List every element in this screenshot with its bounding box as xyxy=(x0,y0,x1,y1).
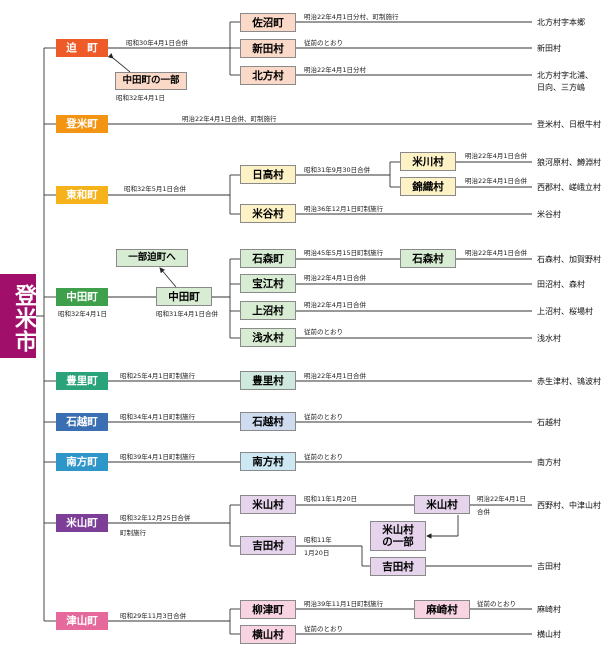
note-yokoyama: 従前のとおり xyxy=(304,625,343,633)
note-yonekawa: 明治22年4月1日合併 xyxy=(465,152,528,160)
note-yoneyama-town: 町制施行 xyxy=(120,529,146,537)
origin-yokoyama: 横山村 xyxy=(537,630,561,639)
note-towa-merge: 昭和32年5月1日合併 xyxy=(124,185,187,193)
town-tsuyama: 津山町 xyxy=(56,612,108,630)
origin-niida: 新田村 xyxy=(537,44,561,53)
origin-kitakata-1: 北方村字北浦、 xyxy=(537,71,593,80)
village-yokoyama: 横山村 xyxy=(240,625,296,644)
town-towa: 東和町 xyxy=(56,186,108,204)
note-maiya: 明治36年12月1日町制施行 xyxy=(304,205,384,213)
village-yonekawa: 米川村 xyxy=(400,152,456,171)
town-ishikoshi: 石越町 xyxy=(56,413,108,431)
note-tsuyama-merge: 昭和29年11月3日合併 xyxy=(120,612,187,620)
village-nishikiori: 錦織村 xyxy=(400,177,456,196)
note-ishikoshi: 昭和34年4月1日町制施行 xyxy=(120,413,196,421)
origin-ishimori: 石森村、加賀野村 xyxy=(537,255,601,264)
note-minamikata-v: 従前のとおり xyxy=(304,453,343,461)
note-toyoma: 明治22年4月1日合併、町制施行 xyxy=(182,115,277,123)
note-nakada-mid: 昭和31年4月1日合併 xyxy=(156,310,219,318)
note-ishimori-vil: 明治22年4月1日合併 xyxy=(465,249,528,257)
village-ishimori-vil: 石森村 xyxy=(400,249,456,268)
origin-ishikoshi: 石越村 xyxy=(537,418,561,427)
note-nishikiori: 明治22年4月1日合併 xyxy=(465,177,528,185)
note-toyosato-v: 明治22年4月1日合併 xyxy=(304,372,367,380)
village-kitakata: 北方村 xyxy=(240,66,296,85)
village-niida: 新田村 xyxy=(240,39,296,58)
village-yoneyama-2: 米山村 xyxy=(414,495,470,514)
village-ippu-to-hasama: 一部迫町へ xyxy=(116,249,188,267)
note-asaki: 従前のとおり xyxy=(477,600,516,608)
village-kaminuma: 上沼村 xyxy=(240,301,296,320)
village-ishimori-town: 石森町 xyxy=(240,249,296,268)
village-toyosato: 豊里村 xyxy=(240,371,296,390)
village-ishikoshi: 石越村 xyxy=(240,412,296,431)
origin-maiya: 米谷村 xyxy=(537,210,561,219)
root-city-label: 登米市 xyxy=(0,274,36,358)
town-nakada: 中田町 xyxy=(56,288,108,306)
town-toyoma: 登米町 xyxy=(56,115,108,133)
village-nakada-mid: 中田町 xyxy=(156,287,212,306)
origin-sanuma: 北方村字本郷 xyxy=(537,18,585,27)
note-nakada-part-date: 昭和32年4月1日 xyxy=(116,94,166,102)
origin-minamikata: 南方村 xyxy=(537,458,561,467)
origin-asaki: 麻崎村 xyxy=(537,605,561,614)
note-ishikoshi-v: 従前のとおり xyxy=(304,413,343,421)
village-yoneyama: 米山村 xyxy=(240,495,296,514)
note-hidaka: 昭和31年9月30日合併 xyxy=(304,166,371,174)
town-toyosato: 豊里町 xyxy=(56,372,108,390)
village-asaki: 麻崎村 xyxy=(414,600,470,619)
village-nakada-part: 中田町の一部 xyxy=(115,72,187,90)
origin-toyoma: 登米村、日根牛村 xyxy=(537,120,601,129)
note-yoneyama-v2-b: 合併 xyxy=(477,508,490,516)
village-maiya: 米谷村 xyxy=(240,204,296,223)
note-kitakata: 明治22年4月1日分村 xyxy=(304,66,367,74)
origin-nishikiori: 西郡村、嵯峨立村 xyxy=(537,183,601,192)
note-niida: 従前のとおり xyxy=(304,39,343,47)
village-yoshida-2: 吉田村 xyxy=(370,557,426,576)
origin-asamizu: 浅水村 xyxy=(537,334,561,343)
note-yoshida-2: 1月20日 xyxy=(304,549,330,557)
note-ishimori: 明治45年5月15日町制施行 xyxy=(304,249,384,257)
origin-hoe: 田沼村、森村 xyxy=(537,280,585,289)
note-kaminuma: 明治22年4月1日合併 xyxy=(304,301,367,309)
origin-toyosato: 赤生津村、鴇波村 xyxy=(537,377,601,386)
note-yoshida-1: 昭和11年 xyxy=(304,536,332,544)
origin-yoneyama: 西野村、中津山村 xyxy=(537,501,601,510)
note-asamizu: 従前のとおり xyxy=(304,328,343,336)
origin-yoshida: 吉田村 xyxy=(537,562,561,571)
town-yoneyama: 米山町 xyxy=(56,514,108,532)
origin-kaminuma: 上沼村、桜場村 xyxy=(537,307,593,316)
village-yoneyama-part: 米山村 の一部 xyxy=(370,521,426,551)
note-hoe: 明治22年4月1日合併 xyxy=(304,274,367,282)
note-minamikata: 昭和39年4月1日町制施行 xyxy=(120,453,196,461)
village-hidaka: 日高村 xyxy=(240,165,296,184)
village-yoshida: 吉田村 xyxy=(240,536,296,555)
note-yoneyama-merge: 昭和32年12月25日合併 xyxy=(120,514,191,522)
note-nakada-date: 昭和32年4月1日 xyxy=(58,310,108,318)
village-sanuma: 佐沼町 xyxy=(240,13,296,32)
village-hoe: 宝江村 xyxy=(240,274,296,293)
village-yanaizu: 柳津町 xyxy=(240,600,296,619)
note-yoneyama-v: 昭和11年1月20日 xyxy=(304,495,358,503)
note-hasama-merge: 昭和30年4月1日合併 xyxy=(126,39,189,47)
note-yoneyama-v2: 明治22年4月1日 xyxy=(477,495,527,503)
village-asamizu: 浅水村 xyxy=(240,328,296,347)
village-minamikata: 南方村 xyxy=(240,452,296,471)
note-toyosato: 昭和25年4月1日町制施行 xyxy=(120,372,196,380)
origin-yonekawa: 狼河原村、鱒淵村 xyxy=(537,158,601,167)
note-sanuma: 明治22年4月1日分村、町制施行 xyxy=(304,13,399,21)
town-minamikata: 南方町 xyxy=(56,453,108,471)
origin-kitakata-2: 日向、三方嶋 xyxy=(537,83,585,92)
town-hasama: 迫 町 xyxy=(56,39,108,57)
note-yanaizu: 明治39年11月1日町制施行 xyxy=(304,600,384,608)
